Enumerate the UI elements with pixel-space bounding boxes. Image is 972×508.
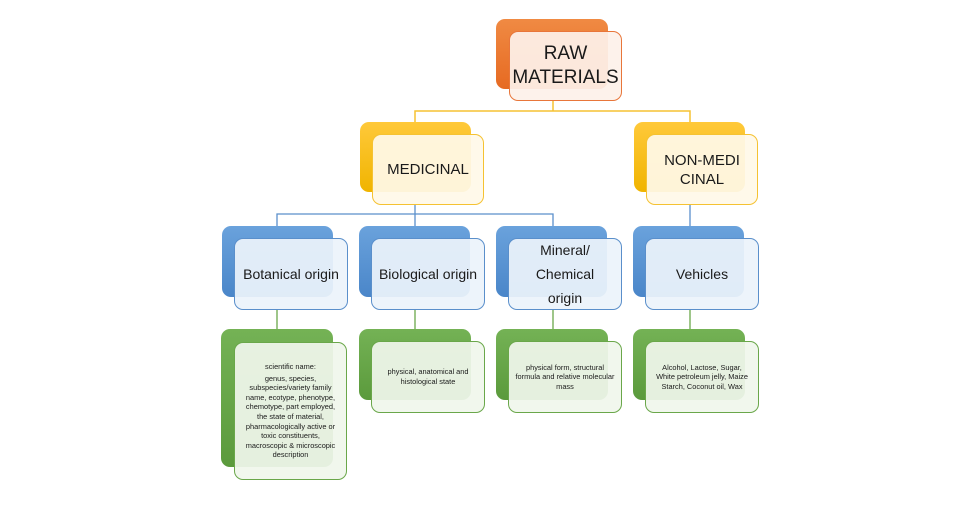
node-root: RAW MATERIALS bbox=[496, 19, 622, 101]
mineral-details-text: physical form, structural formula and re… bbox=[508, 341, 622, 413]
node-biological-details: physical, anatomical and histological st… bbox=[359, 329, 485, 413]
connector-types-to-details bbox=[276, 310, 691, 342]
biological-origin-label: Biological origin bbox=[371, 238, 485, 310]
node-botanical-origin: Botanical origin bbox=[222, 226, 348, 310]
node-biological-origin: Biological origin bbox=[359, 226, 485, 310]
non-medicinal-label: NON-MEDICINAL bbox=[646, 134, 758, 205]
vehicles-details-text: Alcohol, Lactose, Sugar, White petroleum… bbox=[645, 341, 759, 413]
biological-details-text: physical, anatomical and histological st… bbox=[371, 341, 485, 413]
mineral-chemical-origin-label: Mineral/ Chemical origin bbox=[508, 238, 622, 310]
botanical-origin-label: Botanical origin bbox=[234, 238, 348, 310]
node-botanical-details: scientific name: genus, species, subspec… bbox=[221, 329, 347, 480]
node-mineral-chemical-origin: Mineral/ Chemical origin bbox=[496, 226, 622, 310]
node-vehicles-details: Alcohol, Lactose, Sugar, White petroleum… bbox=[633, 329, 759, 413]
root-label: RAW MATERIALS bbox=[509, 31, 622, 101]
botanical-details-heading: scientific name: bbox=[265, 362, 316, 372]
node-vehicles: Vehicles bbox=[633, 226, 759, 310]
node-medicinal: MEDICINAL bbox=[360, 122, 484, 205]
medicinal-label: MEDICINAL bbox=[372, 134, 484, 205]
node-mineral-details: physical form, structural formula and re… bbox=[496, 329, 622, 413]
node-non-medicinal: NON-MEDICINAL bbox=[634, 122, 758, 205]
botanical-details-text: genus, species, subspecies/variety famil… bbox=[245, 373, 336, 460]
vehicles-label: Vehicles bbox=[645, 238, 759, 310]
